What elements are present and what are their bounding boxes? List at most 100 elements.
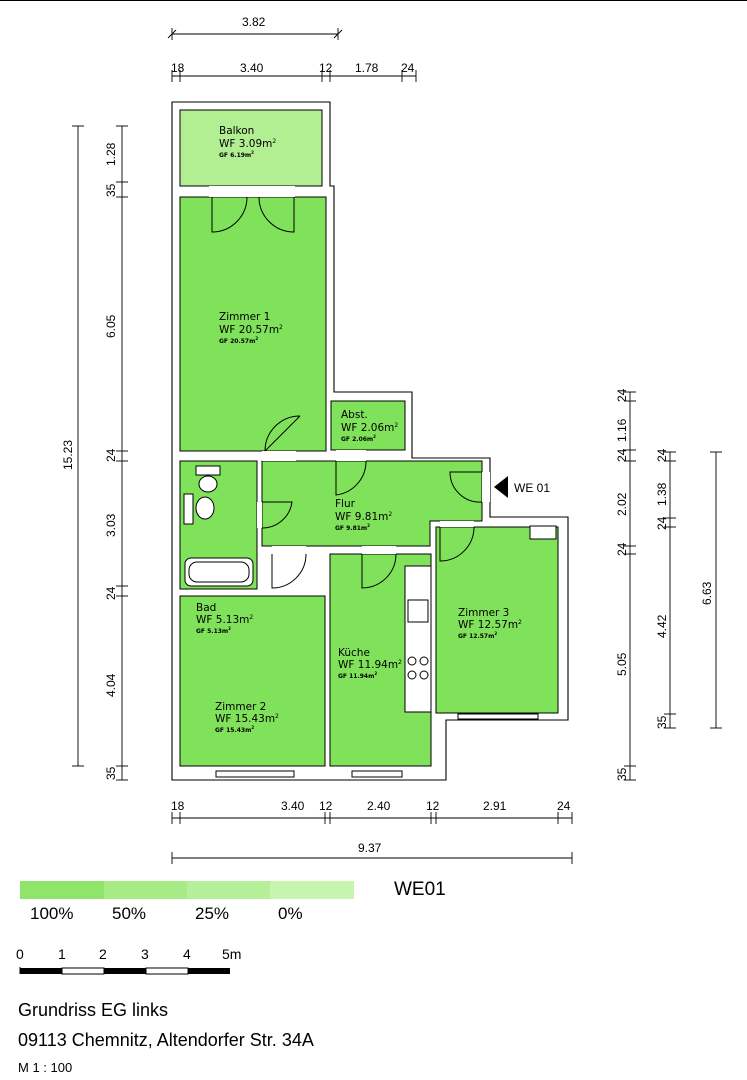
bathroom-fixtures [183,465,254,587]
legend-label-0: 0% [278,904,303,923]
svg-text:2.02: 2.02 [615,492,629,516]
label-zimmer-1: Zimmer 1 WF 20.57m2 GF 20.57m2 [219,311,283,345]
rooms [179,109,559,767]
svg-text:3.03: 3.03 [104,513,118,537]
svg-text:12: 12 [426,799,440,813]
label-abstellraum: Abst. WF 2.06m2 GF 2.06m2 [341,409,398,443]
scale-bar [19,967,230,975]
svg-text:6.05: 6.05 [104,314,118,338]
legend-swatches [20,881,354,899]
label-balkon: Balkon WF 3.09m2 GF 6.19m2 [219,125,276,159]
plan-address: 09113 Chemnitz, Altendorfer Str. 34A [18,1030,314,1050]
svg-text:Balkon: Balkon [219,125,254,137]
legend-title: WE01 [394,879,446,900]
svg-text:Zimmer 2: Zimmer 2 [215,701,266,713]
door-openings [209,186,490,554]
label-kueche: Küche WF 11.94m2 GF 11.94m2 [338,647,402,680]
svg-text:24: 24 [615,542,629,556]
svg-text:Bad: Bad [196,602,216,614]
svg-text:1.38: 1.38 [655,482,669,506]
scale-label-4: 4 [183,946,191,962]
room-balkon [179,109,323,187]
label-zimmer-3: Zimmer 3 WF 12.57m2 GF 12.57m2 [458,607,522,640]
svg-text:3.82: 3.82 [242,15,266,29]
svg-text:35: 35 [104,766,118,780]
svg-text:Abst.: Abst. [341,409,368,421]
svg-text:18: 18 [171,799,185,813]
legend-swatch-25 [187,881,270,899]
svg-text:Zimmer 1: Zimmer 1 [219,311,270,323]
svg-text:1.28: 1.28 [104,142,118,166]
svg-text:35: 35 [615,767,629,781]
svg-text:24: 24 [615,448,629,462]
svg-text:GF 11.94m2: GF 11.94m2 [338,671,377,680]
scale-label-2: 2 [99,946,107,962]
entrance-arrow [494,476,508,498]
svg-text:WF 9.81m2: WF 9.81m2 [335,511,392,523]
svg-text:Küche: Küche [338,647,370,659]
svg-text:WF 20.57m2: WF 20.57m2 [219,324,283,336]
svg-text:24: 24 [557,799,571,813]
svg-text:12: 12 [319,61,333,75]
svg-text:24: 24 [401,61,415,75]
svg-text:GF 20.57m2: GF 20.57m2 [219,336,258,345]
svg-text:WF 15.43m2: WF 15.43m2 [215,713,279,725]
scale-label-3: 3 [141,946,149,962]
room-flur [261,460,483,547]
svg-text:12: 12 [319,799,333,813]
svg-text:24: 24 [104,448,118,462]
room-zimmer-3 [435,526,559,714]
kitchen-counter [404,565,432,713]
svg-text:WF 3.09m2: WF 3.09m2 [219,138,276,150]
scale-label-0: 0 [16,946,24,962]
door-swings [211,196,483,589]
svg-text:9.37: 9.37 [358,841,382,855]
svg-text:6.63: 6.63 [700,581,714,605]
svg-text:GF 6.19m2: GF 6.19m2 [219,150,254,159]
room-zimmer-2 [179,595,326,767]
svg-text:1.78: 1.78 [355,61,379,75]
svg-text:24: 24 [655,516,669,530]
svg-text:GF 9.81m2: GF 9.81m2 [335,523,370,532]
label-bad: Bad WF 5.13m2 GF 5.13m2 [196,602,253,635]
svg-text:35: 35 [655,715,669,729]
entrance-label: WE 01 [514,481,550,495]
svg-text:GF 12.57m2: GF 12.57m2 [458,631,497,640]
svg-text:24: 24 [655,448,669,462]
dimension-lines [72,28,722,864]
svg-text:GF 15.43m2: GF 15.43m2 [215,725,254,734]
svg-text:35: 35 [104,183,118,197]
svg-text:1.16: 1.16 [615,418,629,442]
svg-text:3.40: 3.40 [240,61,264,75]
svg-text:3.40: 3.40 [281,799,305,813]
room-zimmer-1 [179,196,327,452]
windows [215,525,557,778]
label-zimmer-2: Zimmer 2 WF 15.43m2 GF 15.43m2 [215,701,279,734]
svg-text:WF 11.94m2: WF 11.94m2 [338,659,402,671]
scale-label-1: 1 [58,946,66,962]
svg-text:2.91: 2.91 [483,799,507,813]
svg-text:GF 5.13m2: GF 5.13m2 [196,626,231,635]
svg-text:Zimmer 3: Zimmer 3 [458,607,509,619]
dimension-texts: 3.82 18 3.40 12 1.78 24 15.23 1.28 35 6.… [61,15,714,855]
svg-text:WF 12.57m2: WF 12.57m2 [458,619,522,631]
svg-text:Flur: Flur [335,498,356,510]
room-labels: Balkon WF 3.09m2 GF 6.19m2 Zimmer 1 WF 2… [196,125,522,734]
svg-text:18: 18 [171,61,185,75]
plan-title: Grundriss EG links [18,1000,169,1020]
svg-text:WF 5.13m2: WF 5.13m2 [196,614,253,626]
room-abstellraum [330,400,406,451]
svg-text:5.05: 5.05 [615,652,629,676]
svg-text:15.23: 15.23 [61,440,75,470]
svg-text:2.40: 2.40 [367,799,391,813]
svg-text:GF 2.06m2: GF 2.06m2 [341,434,376,443]
legend-swatch-0 [270,881,354,899]
legend-swatch-50 [104,881,187,899]
svg-text:WF 2.06m2: WF 2.06m2 [341,422,398,434]
svg-text:4.04: 4.04 [104,673,118,697]
plan-scale: M 1 : 100 [18,1060,73,1075]
legend-label-100: 100% [30,904,74,923]
label-flur: Flur WF 9.81m2 GF 9.81m2 [335,498,392,532]
svg-text:4.42: 4.42 [655,614,669,638]
